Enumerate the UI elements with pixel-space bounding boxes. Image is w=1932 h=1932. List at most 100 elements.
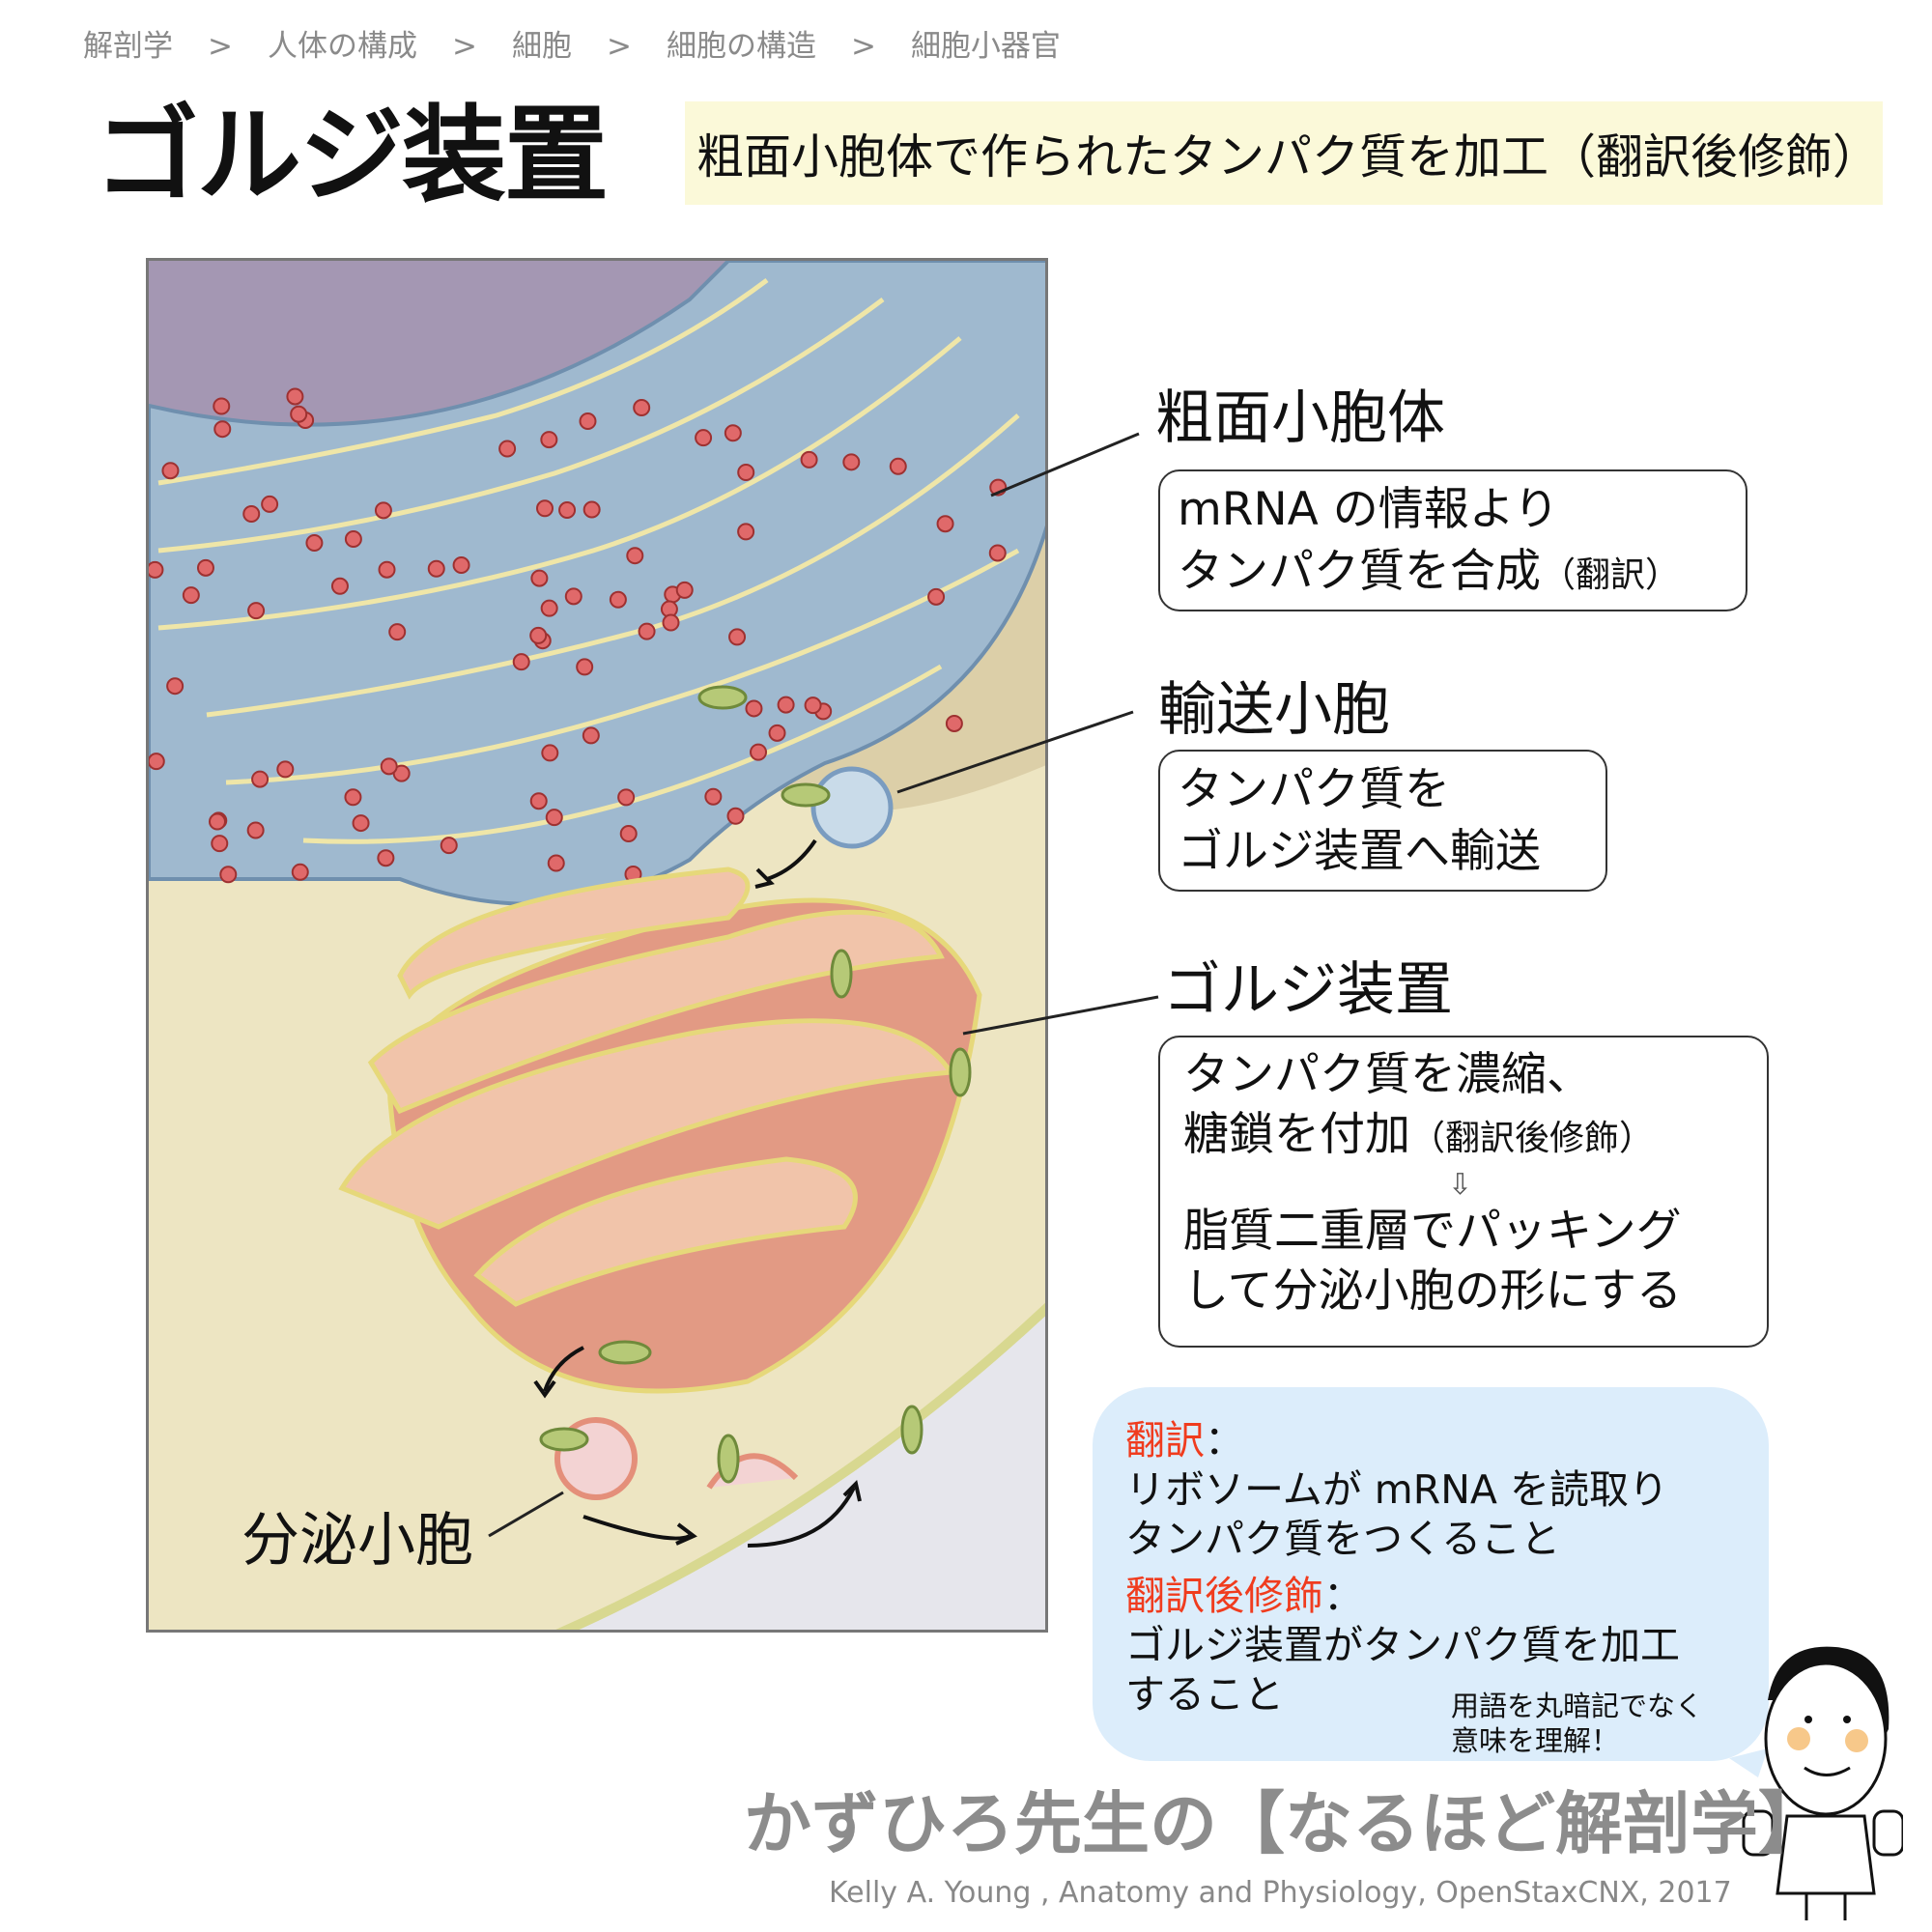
ribosome [374, 501, 392, 520]
golgi-line4: して分泌小胞の形にする [1183, 1264, 1683, 1318]
ribosome [380, 757, 398, 776]
ribosome [529, 792, 548, 810]
def-translation-1: リボソームが mRNA を読取り [1125, 1466, 1668, 1513]
rough-er [149, 261, 1045, 906]
ribosome [750, 743, 768, 761]
ribosome [540, 431, 558, 449]
teacher-note: 用語を丸暗記でなく 意味を理解！ [1451, 1689, 1703, 1758]
ribosome [927, 587, 946, 606]
breadcrumb-item[interactable]: 細胞の構造 [666, 29, 816, 64]
ribosome [378, 560, 396, 579]
teacher-character-icon [1729, 1646, 1903, 1920]
glossary-bubble: 翻訳： リボソームが mRNA を読取り タンパク質をつくること 翻訳後修飾： … [1093, 1387, 1769, 1761]
ribosome [330, 577, 349, 595]
breadcrumb-item[interactable]: 細胞 [511, 29, 572, 64]
ribosome [724, 424, 742, 442]
ribosome [582, 726, 600, 745]
breadcrumb-separator: > [606, 29, 632, 64]
ribosome [166, 677, 185, 696]
ribosome [617, 788, 636, 807]
ribosome [246, 821, 265, 839]
ribosome [161, 462, 180, 480]
ribosome [529, 626, 548, 644]
ribosome [427, 559, 445, 578]
secretory-vesicle-label: 分泌小胞 [242, 1507, 473, 1575]
extracellular-space [567, 1309, 1045, 1630]
ribosome [530, 569, 549, 587]
ribosome [242, 504, 261, 523]
ribosome [804, 696, 822, 715]
ribosome [695, 429, 713, 447]
proteins [539, 685, 972, 1484]
ribosome [662, 613, 680, 632]
rer-line2: タンパク質を合成（翻訳） [1178, 545, 1681, 598]
ribosome [745, 699, 763, 718]
ribosome [988, 544, 1007, 562]
rer-line1: mRNA の情報より [1178, 483, 1559, 536]
ribosome [564, 587, 582, 606]
ribosome [737, 463, 755, 481]
ribosome [619, 825, 638, 843]
ribosome [675, 581, 694, 599]
ribosome [547, 854, 565, 872]
ribosome [352, 814, 370, 833]
citation: Kelly A. Young , Anatomy and Physiology,… [829, 1876, 1732, 1910]
term-translation: 翻訳： [1125, 1417, 1244, 1463]
breadcrumb-item[interactable]: 解剖学 [83, 29, 173, 64]
ribosome [540, 599, 558, 617]
down-arrow-icon: ⇩ [1448, 1168, 1473, 1202]
ribosome [498, 440, 517, 458]
breadcrumb-item[interactable]: 人体の構成 [267, 29, 417, 64]
ribosome [626, 547, 644, 565]
vesicle-description: タンパク質を ゴルジ装置へ輸送 [1158, 750, 1607, 892]
golgi-description: タンパク質を濃縮、 糖鎖を付加（翻訳後修飾） ⇩ 脂質二重層でパッキング して分… [1158, 1036, 1769, 1348]
vesicle-line1: タンパク質を [1178, 763, 1450, 816]
breadcrumb-separator: > [850, 29, 876, 64]
golgi-line1: タンパク質を濃縮、 [1183, 1048, 1592, 1101]
breadcrumb: 解剖学 > 人体の構成 > 細胞 > 細胞の構造 > 細胞小器官 [83, 27, 1061, 66]
ribosome [213, 420, 232, 439]
term-ptm: 翻訳後修飾： [1125, 1573, 1363, 1619]
transport-vesicle [810, 766, 894, 849]
ribosome [388, 623, 407, 641]
flow-arrows [533, 838, 862, 1548]
golgi-note: （翻訳後修飾） [1410, 1119, 1655, 1158]
vesicle-label: 輸送小胞 [1158, 676, 1390, 744]
ribosome [936, 515, 954, 533]
rer-note: （翻訳） [1541, 555, 1681, 595]
summary-banner: 粗面小胞体で作られたタンパク質を加工（翻訳後修飾） [685, 101, 1883, 205]
def-ptm-1: ゴルジ装置がタンパク質を加工 [1125, 1622, 1680, 1668]
breadcrumb-separator: > [451, 29, 477, 64]
site-brand: かずひろ先生の【なるほど解剖学】 [744, 1784, 1826, 1863]
page-title: ゴルジ装置 [95, 96, 609, 216]
ribosome [536, 499, 554, 518]
golgi-line3: 脂質二重層でパッキング [1183, 1205, 1682, 1258]
rer-description: mRNA の情報より タンパク質を合成（翻訳） [1158, 469, 1747, 611]
cell-membrane [555, 1302, 1045, 1630]
ribosome [945, 714, 963, 732]
ribosome [512, 653, 530, 671]
ribosome [276, 760, 295, 779]
ribosome [344, 788, 362, 807]
note-line2: 意味を理解！ [1451, 1724, 1620, 1757]
ribosome [638, 622, 656, 640]
ribosome [219, 866, 238, 884]
ribosome [609, 590, 627, 609]
ribosome [149, 753, 165, 771]
ribosome [558, 501, 577, 520]
ribosome [440, 837, 458, 855]
ribosome [704, 787, 723, 806]
ribosome [211, 835, 229, 853]
ribosome [149, 560, 164, 579]
ribosome [842, 453, 861, 471]
breadcrumb-separator: > [208, 29, 233, 64]
ribosome [182, 586, 200, 605]
ribosome [728, 628, 747, 646]
ribosome [726, 807, 745, 825]
golgi-illustration [146, 258, 1048, 1633]
ribosome [286, 387, 304, 406]
ribosome [251, 770, 270, 788]
ribosome [305, 534, 324, 553]
breadcrumb-item[interactable]: 細胞小器官 [910, 29, 1061, 64]
note-line1: 用語を丸暗記でなく [1451, 1690, 1704, 1722]
